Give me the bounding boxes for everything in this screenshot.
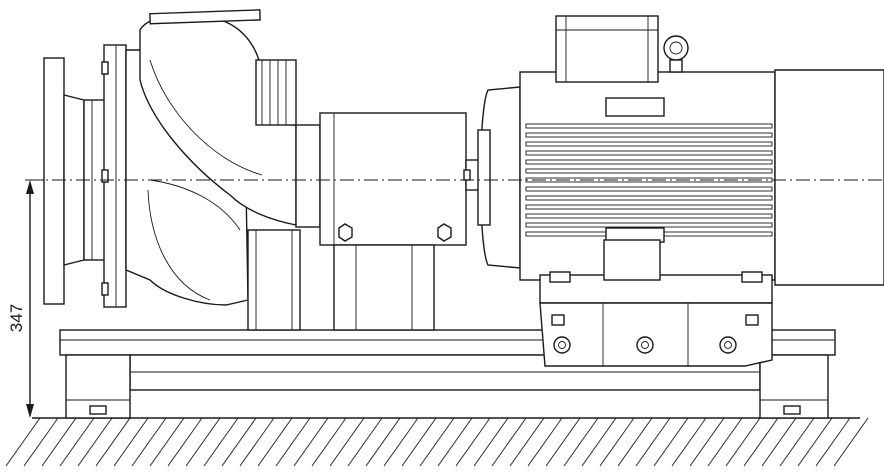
hatch-line xyxy=(419,417,455,467)
hatch-line xyxy=(113,417,149,467)
hatch-line xyxy=(581,417,617,467)
hatch-line xyxy=(329,417,365,467)
motor-fin xyxy=(525,123,773,129)
hatch-line xyxy=(725,417,761,467)
motor-fin xyxy=(525,132,773,138)
motor-fin xyxy=(525,195,773,201)
hatch-line xyxy=(41,417,77,467)
hatch-line xyxy=(743,417,779,467)
hatch-line xyxy=(707,417,743,467)
hatch-line xyxy=(635,417,671,467)
hatch-line xyxy=(257,417,293,467)
hatch-line xyxy=(527,417,563,467)
hatch-line xyxy=(167,417,203,467)
hatch-line xyxy=(383,417,419,467)
hatch-line xyxy=(275,417,311,467)
hatch-line xyxy=(77,417,113,467)
hatch-line xyxy=(833,417,869,467)
hatch-line xyxy=(401,417,437,467)
hatch-line xyxy=(203,417,239,467)
ground-hatch xyxy=(5,417,869,467)
motor-fin xyxy=(525,186,773,192)
height-dimension: 347 xyxy=(7,179,44,418)
dimension-label: 347 xyxy=(7,304,26,332)
hatch-line xyxy=(599,417,635,467)
hatch-line xyxy=(293,417,329,467)
hatch-line xyxy=(347,417,383,467)
coupling-housing xyxy=(295,112,467,331)
pump-flange-plate xyxy=(101,44,127,308)
motor-fin xyxy=(525,168,773,174)
hatch-line xyxy=(653,417,689,467)
motor-fin xyxy=(525,141,773,147)
bearing-support xyxy=(247,59,301,331)
hatch-line xyxy=(491,417,527,467)
hatch-line xyxy=(185,417,221,467)
inlet-flange xyxy=(43,57,107,305)
hatch-line xyxy=(815,417,851,467)
motor-fin xyxy=(525,213,773,219)
hex-bolt-left xyxy=(338,223,353,242)
hatch-line xyxy=(617,417,653,467)
hatch-line xyxy=(761,417,797,467)
motor-fin xyxy=(525,222,773,228)
hatch-line xyxy=(23,417,59,467)
hatch-line xyxy=(149,417,185,467)
hatch-line xyxy=(5,417,41,467)
motor xyxy=(477,15,884,304)
hatch-line xyxy=(221,417,257,467)
hatch-line xyxy=(455,417,491,467)
motor-fin xyxy=(525,150,773,156)
hatch-line xyxy=(239,417,275,467)
lifting-eye-bolt xyxy=(663,35,689,61)
hatch-line xyxy=(509,417,545,467)
hatch-line xyxy=(779,417,815,467)
hatch-line xyxy=(563,417,599,467)
hatch-line xyxy=(311,417,347,467)
hatch-line xyxy=(95,417,131,467)
hatch-line xyxy=(365,417,401,467)
motor-fin xyxy=(525,159,773,165)
hatch-line xyxy=(545,417,581,467)
hatch-line xyxy=(131,417,167,467)
hatch-line xyxy=(671,417,707,467)
motor-fin xyxy=(525,204,773,210)
hatch-line xyxy=(689,417,725,467)
motor-bracket xyxy=(539,302,773,367)
hatch-line xyxy=(437,417,473,467)
hatch-line xyxy=(797,417,833,467)
hex-bolt-right xyxy=(437,223,452,242)
hatch-line xyxy=(59,417,95,467)
terminal-box xyxy=(555,15,659,83)
hatch-line xyxy=(473,417,509,467)
